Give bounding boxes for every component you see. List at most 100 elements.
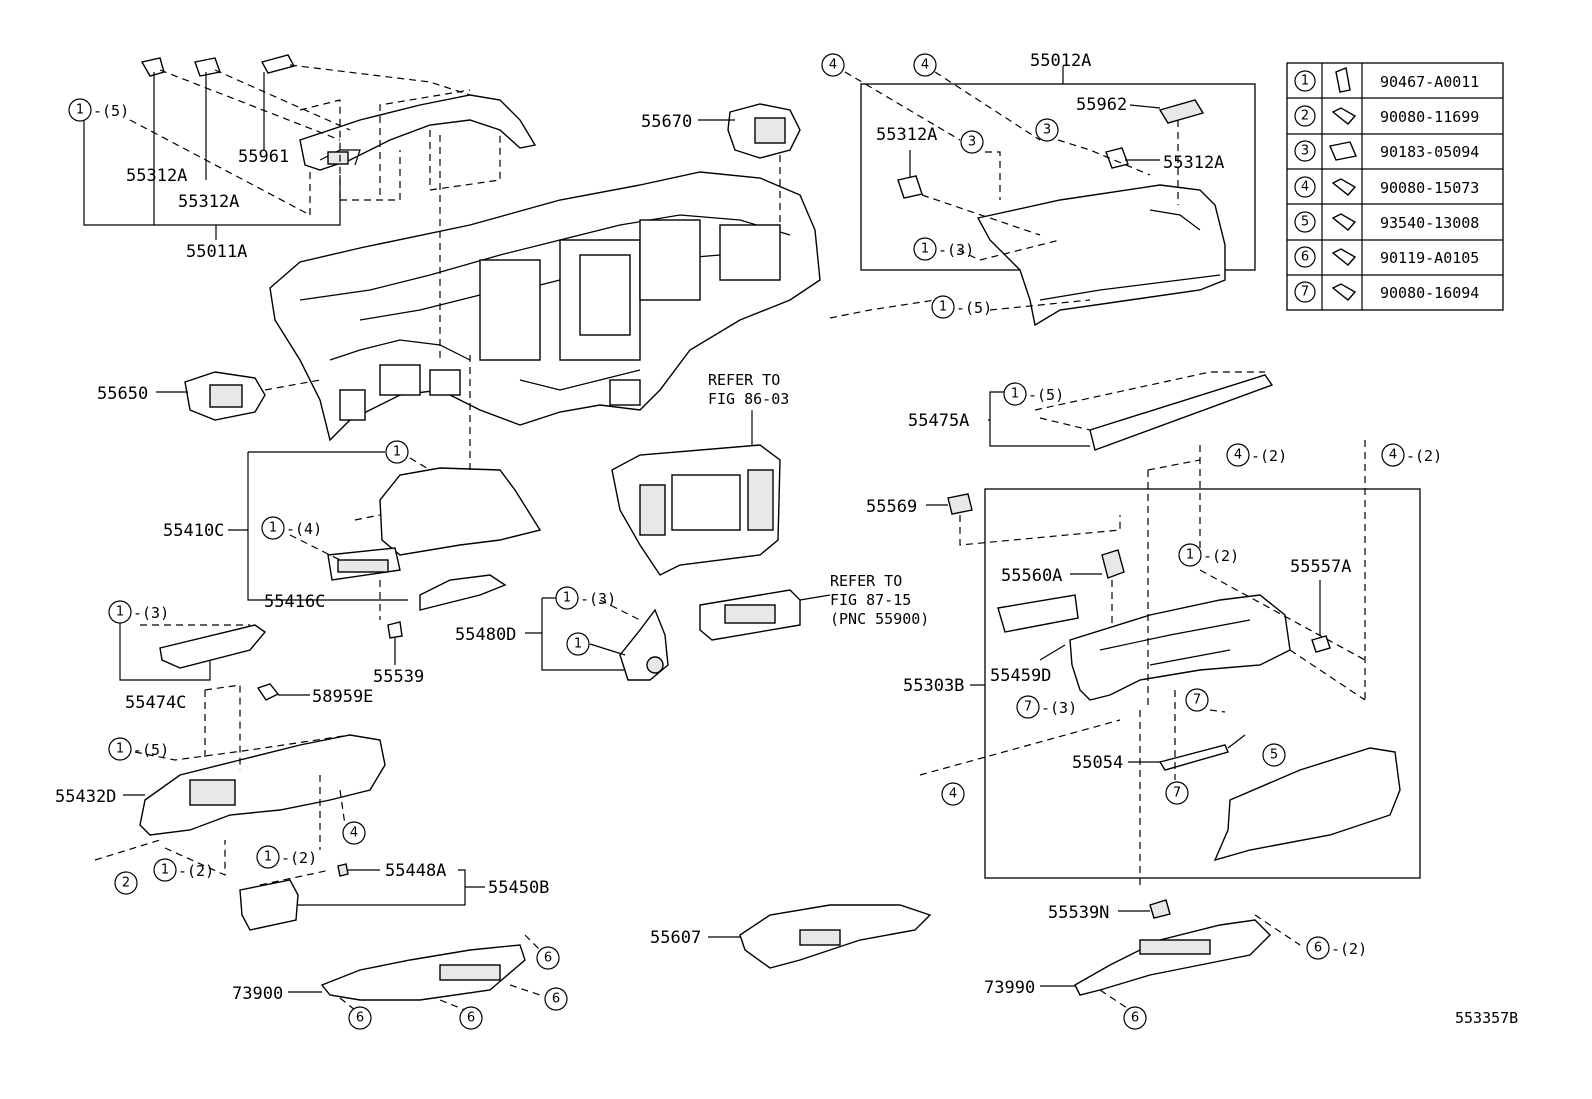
table-part-number[interactable]: 90183-05094 <box>1380 143 1479 161</box>
callout-1: 1 <box>563 591 571 606</box>
part-label-55450B[interactable]: 55450B <box>488 878 549 898</box>
screw-icon <box>1331 107 1357 125</box>
part-label-55607[interactable]: 55607 <box>650 928 701 948</box>
callout-qty: -(5) <box>956 299 992 317</box>
part-55474C[interactable] <box>159 624 267 669</box>
clip-55312A[interactable] <box>1105 147 1129 169</box>
part-55607-lower-cover[interactable] <box>739 904 932 969</box>
part-label-55480D[interactable]: 55480D <box>455 625 516 645</box>
part-switch-panel[interactable] <box>327 547 401 581</box>
part-label-55312A[interactable]: 55312A <box>1163 153 1224 173</box>
nut-clip-icon <box>1329 141 1357 161</box>
table-ref: 4 <box>1301 180 1309 195</box>
part-55539-clip[interactable] <box>387 621 403 639</box>
part-label-55011A[interactable]: 55011A <box>186 242 247 262</box>
callout-1: 1 <box>269 521 277 536</box>
callout-6: 6 <box>356 1011 364 1026</box>
part-55560A[interactable] <box>1101 549 1125 579</box>
part-55557A-bumper[interactable] <box>1311 635 1331 653</box>
callout-qty: -(2) <box>1406 447 1442 465</box>
reference-note[interactable]: FIG 86-03 <box>708 390 789 408</box>
climate-control-unit[interactable] <box>699 589 801 641</box>
part-73990-knee-airbag[interactable] <box>1074 919 1271 996</box>
part-label-55312A[interactable]: 55312A <box>876 125 937 145</box>
reference-note: (PNC 55900) <box>830 610 929 628</box>
callout-2: 2 <box>122 876 130 891</box>
upper-pad-assembly[interactable] <box>140 54 537 171</box>
part-label-55054[interactable]: 55054 <box>1072 753 1123 773</box>
table-ref: 6 <box>1301 250 1309 265</box>
part-55416C-trim[interactable] <box>419 574 507 611</box>
callout-1: 1 <box>574 637 582 652</box>
callout-6: 6 <box>1314 941 1322 956</box>
table-part-number[interactable]: 90080-15073 <box>1380 179 1479 197</box>
part-55303B-glovebox-frame[interactable] <box>1069 594 1291 701</box>
part-label-55303B[interactable]: 55303B <box>903 676 964 696</box>
part-label-55670[interactable]: 55670 <box>641 112 692 132</box>
part-label-55432D[interactable]: 55432D <box>55 787 116 807</box>
part-55054-damper[interactable] <box>1158 744 1229 771</box>
callout-qty: -(3) <box>1041 699 1077 717</box>
table-part-number[interactable]: 90119-A0105 <box>1380 249 1479 267</box>
part-label-55012A[interactable]: 55012A <box>1030 51 1091 71</box>
part-label-55416C[interactable]: 55416C <box>264 592 325 612</box>
part-glovebox-door[interactable] <box>1213 747 1401 862</box>
part-label-55312A[interactable]: 55312A <box>126 166 187 186</box>
part-73900-knee-airbag[interactable] <box>320 944 526 1001</box>
part-label-73990[interactable]: 73990 <box>984 978 1035 998</box>
part-55410C-cluster-surround[interactable] <box>379 467 542 556</box>
table-part-number[interactable]: 90080-16094 <box>1380 284 1479 302</box>
part-55448A[interactable] <box>337 863 349 877</box>
callout-1: 1 <box>116 605 124 620</box>
part-label-55474C[interactable]: 55474C <box>125 693 186 713</box>
part-label-55560A[interactable]: 55560A <box>1001 566 1062 586</box>
part-label-55459D[interactable]: 55459D <box>990 666 1051 686</box>
part-55432D-lower-panel[interactable] <box>139 734 386 836</box>
clip-55312A[interactable] <box>897 175 923 199</box>
callout-1: 1 <box>1011 387 1019 402</box>
part-label-55539N[interactable]: 55539N <box>1048 903 1109 923</box>
part-55539N-clip[interactable] <box>1149 899 1171 919</box>
part-58959E-clip[interactable] <box>256 683 280 701</box>
callout-qty: -(3) <box>938 241 974 259</box>
part-label-55410C[interactable]: 55410C <box>163 521 224 541</box>
part-55670-vent[interactable] <box>727 103 801 159</box>
part-55962-clip[interactable] <box>1158 99 1205 124</box>
part-label-55312A[interactable]: 55312A <box>178 192 239 212</box>
part-55012A-panel[interactable] <box>976 184 1226 327</box>
callout-4: 4 <box>949 787 957 802</box>
part-label-73900[interactable]: 73900 <box>232 984 283 1004</box>
part-label-55650[interactable]: 55650 <box>97 384 148 404</box>
part-55475A[interactable] <box>1089 374 1274 451</box>
part-label-55539[interactable]: 55539 <box>373 667 424 687</box>
table-part-number[interactable]: 90467-A0011 <box>1380 73 1479 91</box>
part-label-55448A[interactable]: 55448A <box>385 861 446 881</box>
callout-6: 6 <box>544 951 552 966</box>
screw-icon <box>1331 213 1357 231</box>
table-part-number[interactable]: 93540-13008 <box>1380 214 1479 232</box>
callout-1: 1 <box>1186 548 1194 563</box>
callout-1: 1 <box>264 850 272 865</box>
part-55450B-pocket[interactable] <box>239 879 299 931</box>
callout-qty: -(5) <box>93 102 129 120</box>
part-label-58959E[interactable]: 58959E <box>312 687 373 707</box>
instrument-panel-main[interactable] <box>269 171 821 442</box>
table-part-number[interactable]: 90080-11699 <box>1380 108 1479 126</box>
callout-3: 3 <box>1043 123 1051 138</box>
part-55650-vent[interactable] <box>184 371 266 421</box>
callout-1 <box>68 98 92 122</box>
callout-4: 4 <box>350 826 358 841</box>
part-55480D-bracket[interactable] <box>619 608 669 681</box>
part-label-55961[interactable]: 55961 <box>238 147 289 167</box>
audio-unit[interactable] <box>611 444 781 576</box>
callout-7: 7 <box>1024 700 1032 715</box>
part-label-55962[interactable]: 55962 <box>1076 95 1127 115</box>
part-label-55569[interactable]: 55569 <box>866 497 917 517</box>
diagram-code: 553357B <box>1455 1009 1518 1027</box>
callout-1: 1 <box>116 742 124 757</box>
part-label-55557A[interactable]: 55557A <box>1290 557 1351 577</box>
part-55569-clip[interactable] <box>947 493 973 515</box>
part-55459D[interactable] <box>997 594 1079 633</box>
reference-note[interactable]: FIG 87-15 <box>830 591 911 609</box>
part-label-55475A[interactable]: 55475A <box>908 411 969 431</box>
